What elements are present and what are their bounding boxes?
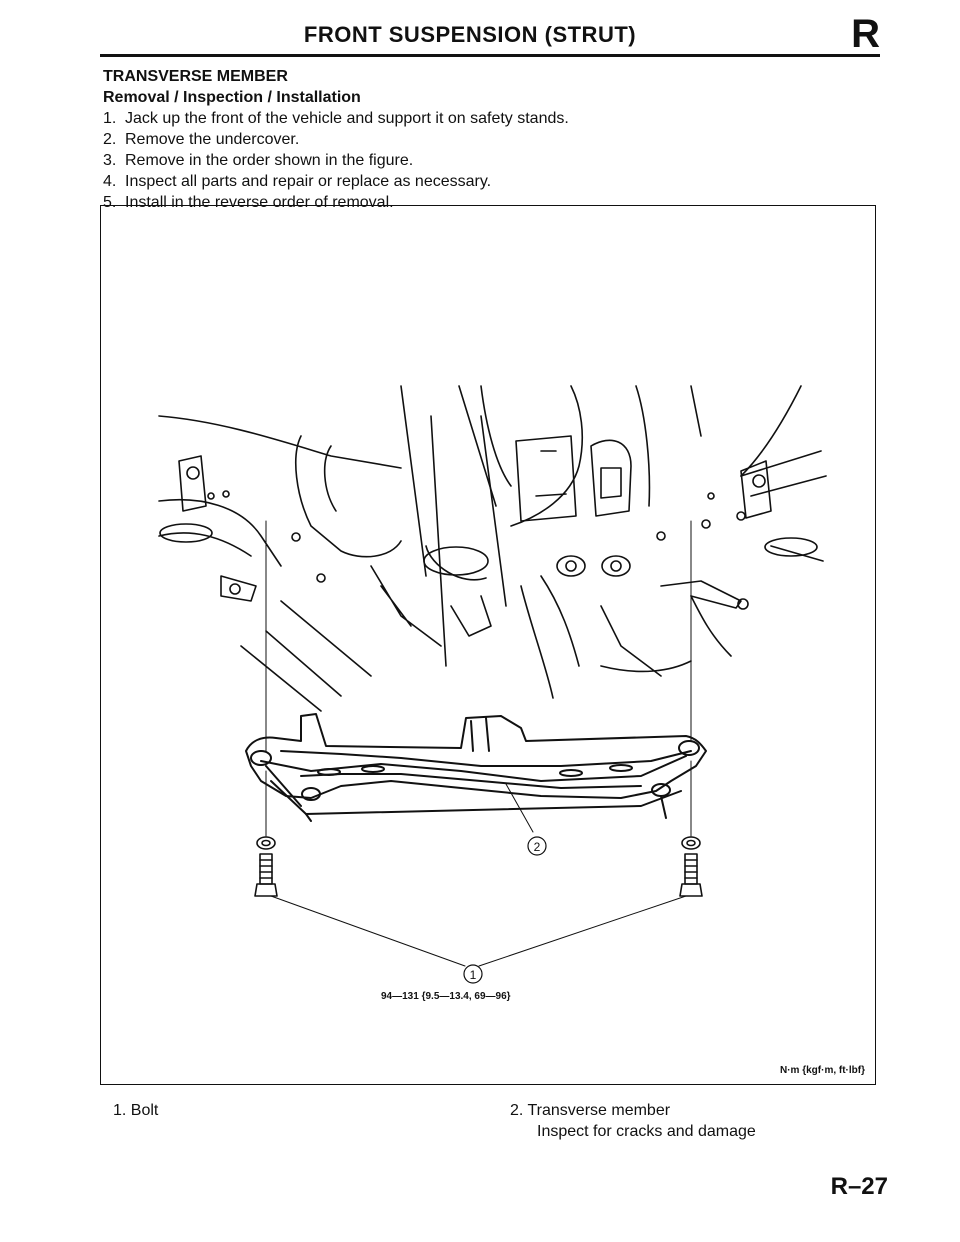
step-text: Inspect all parts and repair or replace … xyxy=(125,173,492,190)
torque-spec: 94—131 {9.5—13.4, 69—96} xyxy=(381,991,511,1002)
procedure-section: TRANSVERSE MEMBER Removal / Inspection /… xyxy=(103,66,883,213)
step-item: 1. Jack up the front of the vehicle and s… xyxy=(103,108,883,129)
step-item: 5. Install in the reverse order of remova… xyxy=(103,192,883,213)
bolt-right xyxy=(679,836,703,897)
callout-2-marker xyxy=(527,836,547,856)
callout-2-label: 2 xyxy=(534,840,541,854)
section-title: TRANSVERSE MEMBER xyxy=(103,68,288,85)
section-subtitle: Removal / Inspection / Installation xyxy=(103,89,361,106)
step-number: 5. xyxy=(103,194,117,211)
step-text: Install in the reverse order of removal. xyxy=(125,194,394,211)
step-item: 3. Remove in the order shown in the figur… xyxy=(103,150,883,171)
bolt-left xyxy=(254,836,278,897)
bolt-alignment-lines xyxy=(265,520,692,837)
legend-number: 1. xyxy=(113,1102,127,1119)
page-header: FRONT SUSPENSION (STRUT) R xyxy=(100,12,880,57)
torque-units: N·m {kgf·m, ft·lbf} xyxy=(780,1065,865,1076)
step-text: Jack up the front of the vehicle and sup… xyxy=(125,110,569,127)
step-item: 2. Remove the undercover. xyxy=(103,129,883,150)
legend-label: Transverse member xyxy=(527,1102,671,1119)
step-list: 1. Jack up the front of the vehicle and s… xyxy=(103,108,883,213)
step-number: 1. xyxy=(103,110,117,127)
legend-item-transverse-member: 2. Transverse member Inspect for cracks … xyxy=(510,1100,756,1142)
transverse-member-illustration: 2 1 xyxy=(158,385,827,984)
callout-1-marker xyxy=(463,964,483,984)
step-item: 4. Inspect all parts and repair or replac… xyxy=(103,171,883,192)
legend-number: 2. xyxy=(510,1102,524,1119)
transverse-member-drawing xyxy=(245,713,707,822)
vehicle-chassis-drawing xyxy=(158,385,827,712)
callout-leaders xyxy=(270,783,687,967)
step-text: Remove in the order shown in the figure. xyxy=(125,152,414,169)
legend-item-bolt: 1. Bolt xyxy=(113,1100,158,1121)
page-number: R–27 xyxy=(830,1173,888,1200)
callout-1-label: 1 xyxy=(470,968,477,982)
step-number: 4. xyxy=(103,173,117,190)
step-number: 3. xyxy=(103,152,117,169)
header-title: FRONT SUSPENSION (STRUT) xyxy=(303,22,637,47)
step-text: Remove the undercover. xyxy=(125,131,300,148)
legend-label: Bolt xyxy=(130,1102,159,1119)
exploded-view-figure: 2 1 94—131 {9.5—13.4, 69—96} N·m {kgf·m,… xyxy=(100,205,876,1085)
header-section-letter: R xyxy=(851,12,880,56)
step-number: 2. xyxy=(103,131,117,148)
legend-note: Inspect for cracks and damage xyxy=(537,1123,756,1140)
